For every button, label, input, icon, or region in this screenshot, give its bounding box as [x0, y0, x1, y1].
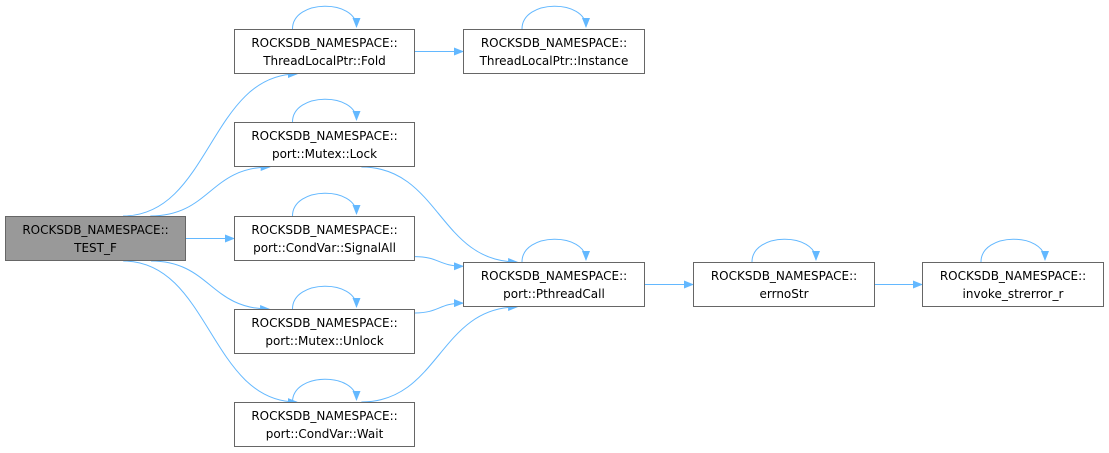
- edge-pthreadcall-to-pthreadcall: [521, 238, 590, 263]
- node-function-label: invoke_strerror_r: [962, 286, 1064, 301]
- edge-test_f-to-unlock: [150, 260, 271, 313]
- node-function-label: port::Mutex::Unlock: [265, 333, 384, 348]
- node-invoke-strerror-r[interactable]: ROCKSDB_NAMESPACE:: invoke_strerror_r: [922, 262, 1104, 307]
- node-threadlocalptr-fold[interactable]: ROCKSDB_NAMESPACE:: ThreadLocalPtr::Fold: [234, 29, 415, 74]
- edge-lock-to-lock: [292, 98, 361, 123]
- node-condvar-wait[interactable]: ROCKSDB_NAMESPACE:: port::CondVar::Wait: [234, 402, 415, 447]
- node-namespace-label: ROCKSDB_NAMESPACE::: [480, 268, 628, 283]
- node-namespace-label: ROCKSDB_NAMESPACE::: [480, 35, 628, 50]
- node-namespace-label: ROCKSDB_NAMESPACE::: [251, 128, 398, 143]
- node-mutex-lock[interactable]: ROCKSDB_NAMESPACE:: port::Mutex::Lock: [234, 122, 415, 167]
- edge-unlock-to-pthreadcall: [414, 299, 464, 314]
- node-namespace-label: ROCKSDB_NAMESPACE::: [251, 315, 398, 330]
- node-function-label: ThreadLocalPtr::Instance: [479, 53, 629, 68]
- node-namespace-label: ROCKSDB_NAMESPACE::: [710, 268, 858, 283]
- node-namespace-label: ROCKSDB_NAMESPACE::: [251, 408, 398, 423]
- node-mutex-unlock[interactable]: ROCKSDB_NAMESPACE:: port::Mutex::Unlock: [234, 309, 415, 354]
- edge-test_f-to-fold: [123, 70, 298, 217]
- node-errnostr[interactable]: ROCKSDB_NAMESPACE:: errnoStr: [693, 262, 875, 307]
- edge-errnostr-to-errnostr: [751, 238, 820, 263]
- edge-wait-to-pthreadcall: [361, 303, 519, 403]
- node-namespace-label: ROCKSDB_NAMESPACE::: [251, 222, 398, 237]
- node-condvar-signalall[interactable]: ROCKSDB_NAMESPACE:: port::CondVar::Signa…: [234, 216, 415, 261]
- node-namespace-label: ROCKSDB_NAMESPACE::: [939, 268, 1087, 283]
- node-test-f[interactable]: ROCKSDB_NAMESPACE:: TEST_F: [5, 216, 186, 261]
- node-function-label: port::CondVar::Wait: [265, 426, 384, 441]
- node-function-label: port::Mutex::Lock: [271, 146, 378, 161]
- node-threadlocalptr-instance[interactable]: ROCKSDB_NAMESPACE:: ThreadLocalPtr::Inst…: [463, 29, 645, 74]
- edge-unlock-to-unlock: [292, 285, 361, 310]
- edge-test_f-to-wait: [123, 260, 298, 406]
- node-pthreadcall[interactable]: ROCKSDB_NAMESPACE:: port::PthreadCall: [463, 262, 645, 307]
- node-function-label: port::CondVar::SignalAll: [253, 240, 396, 255]
- edge-wait-to-wait: [292, 378, 361, 403]
- edge-fold-to-fold: [292, 5, 361, 30]
- edge-test_f-to-lock: [150, 163, 271, 217]
- node-namespace-label: ROCKSDB_NAMESPACE::: [251, 35, 398, 50]
- node-function-label: ThreadLocalPtr::Fold: [263, 53, 386, 68]
- edge-signalall-to-signalall: [292, 192, 361, 217]
- edge-lock-to-pthreadcall: [361, 166, 519, 266]
- edge-signalall-to-pthreadcall: [414, 256, 464, 271]
- edge-instance-to-instance: [521, 5, 590, 30]
- edge-invoke-to-invoke: [980, 238, 1049, 263]
- node-function-label: port::PthreadCall: [503, 286, 605, 301]
- node-function-label: TEST_F: [74, 240, 117, 255]
- node-function-label: errnoStr: [759, 286, 809, 301]
- node-namespace-label: ROCKSDB_NAMESPACE::: [22, 222, 169, 237]
